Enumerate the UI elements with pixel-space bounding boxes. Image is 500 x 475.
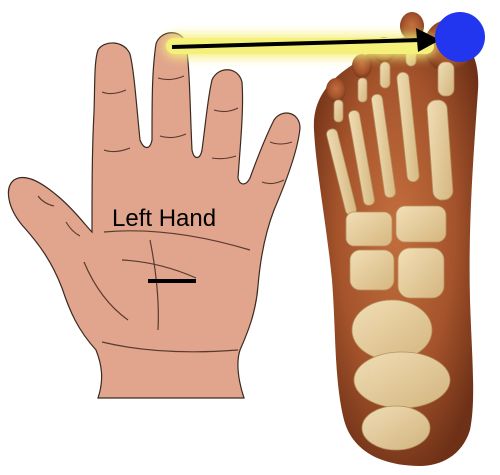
correspondence-arrow [164,28,440,58]
hand-label: Left Hand [112,205,216,232]
foot-skeleton-image [314,12,478,466]
palm-marker-line [148,279,196,283]
left-hand: Left Hand [8,33,300,398]
big-toe-target-dot [435,12,485,62]
